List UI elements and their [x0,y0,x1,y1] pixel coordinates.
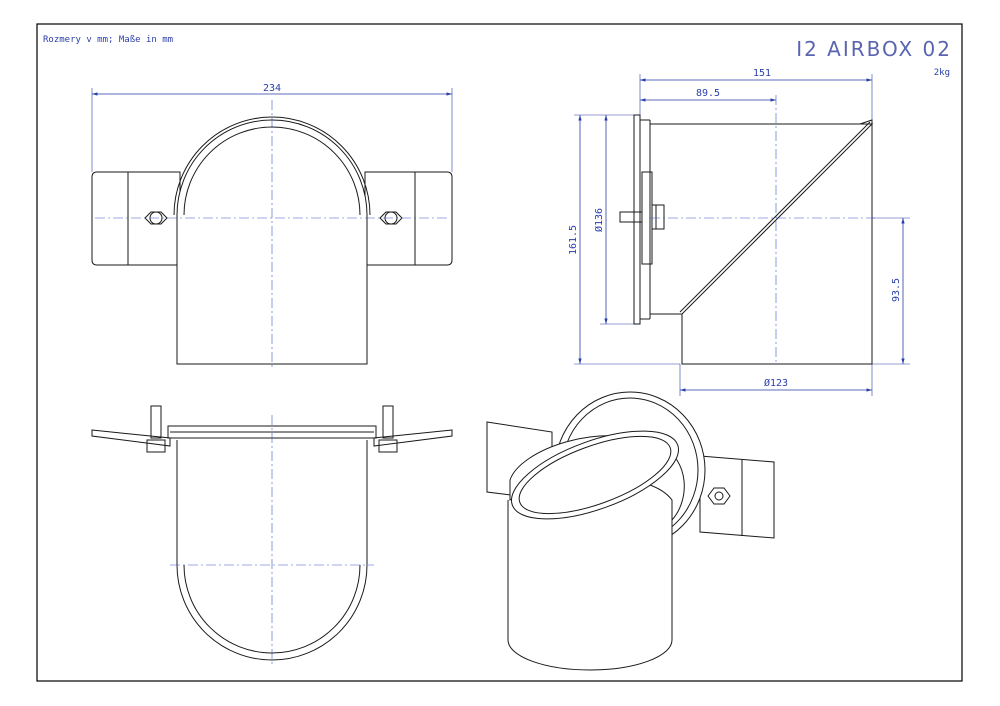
iso-main-tube [507,500,673,671]
front-view [91,405,453,665]
dim-text-123: Ø123 [764,377,788,389]
dim-text-136: Ø136 [593,208,605,232]
front-bolt-right [382,405,394,439]
dim-text-151: 151 [753,68,771,79]
units-note: Rozmery v mm; Maße in mm [43,35,173,45]
top-view-body [176,119,368,365]
drawing-title: I2 AIRBOX 02 [796,37,952,61]
dim-text-234: 234 [263,83,281,94]
weight-label: 2kg [934,68,950,78]
side-flange-plate [633,114,641,325]
left-flange [91,171,181,266]
iso-hex-nut [707,487,731,505]
side-view [574,74,910,396]
front-body [176,440,368,661]
front-bolt-left [150,405,162,439]
side-body-upper [650,123,874,315]
side-bolt [619,211,643,223]
sheet-frame [36,23,963,682]
iso-top-opening [510,430,680,520]
front-wing-right [373,429,453,447]
dim-text-161-5: 161.5 [568,225,579,255]
dim-text-89-5: 89.5 [696,88,720,99]
iso-wing-right [699,455,775,539]
isometric-view [486,391,775,671]
dim-text-93-5: 93.5 [891,278,902,302]
top-view [91,88,453,370]
front-wing-left [91,429,171,447]
right-flange [364,171,453,266]
